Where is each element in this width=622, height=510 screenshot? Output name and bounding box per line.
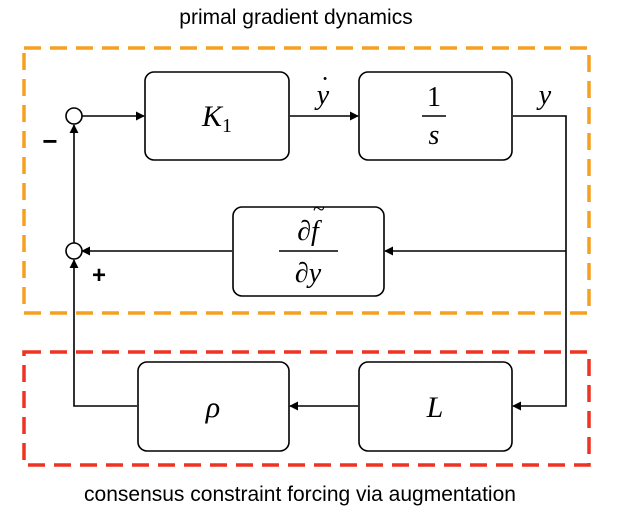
bottom-caption: consensus constraint forcing via augment… bbox=[84, 483, 516, 506]
ydot-dot: ˙ bbox=[320, 72, 329, 103]
L-label: L bbox=[426, 391, 444, 424]
gradient-denominator: ∂y bbox=[295, 258, 322, 289]
wire-rho-to-sum bbox=[69, 259, 137, 407]
k1-block bbox=[144, 71, 290, 161]
wire-y-output-trunk bbox=[512, 115, 567, 411]
summing-junction-lower bbox=[65, 242, 83, 260]
plus-sign: + bbox=[92, 262, 106, 289]
summing-junction-upper bbox=[65, 107, 83, 125]
gradient-tilde: ~ bbox=[313, 196, 325, 221]
L-block bbox=[358, 361, 513, 452]
k1-label: K1 bbox=[201, 100, 232, 137]
rho-label: ρ bbox=[205, 391, 220, 424]
integrator-denominator: s bbox=[429, 120, 440, 151]
ydot-label: y bbox=[314, 80, 330, 111]
integrator-numerator: 1 bbox=[427, 82, 441, 113]
y-label: y bbox=[536, 80, 552, 111]
minus-sign: − bbox=[42, 126, 57, 156]
gradient-numerator: ∂f bbox=[297, 216, 322, 247]
rho-block bbox=[137, 361, 290, 452]
top-caption: primal gradient dynamics bbox=[179, 6, 412, 29]
